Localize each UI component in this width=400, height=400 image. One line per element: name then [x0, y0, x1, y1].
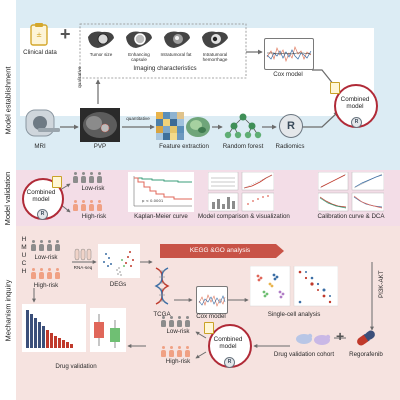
- label-validation-wrap: Model validation: [0, 170, 16, 226]
- feature-label-intratumoral-hemorrhage: Intratumoral hemorrhage: [202, 52, 228, 62]
- radiomics-badge-validation: R: [37, 209, 48, 220]
- radiomics-label: Radiomics: [275, 143, 305, 150]
- mech2-low-risk-label: Low-risk: [166, 328, 190, 335]
- plus-icon: +: [60, 24, 71, 44]
- feature-label-intratumoral-fat: Intratumoral fat: [160, 52, 192, 57]
- validation-high-risk-label: High-risk: [81, 213, 107, 220]
- section-label-establishment: Model establishment: [3, 66, 13, 134]
- pill-icon: [354, 328, 378, 353]
- tcga-graphic: [150, 266, 174, 310]
- mri-label: MRI: [34, 143, 46, 150]
- imaging-characteristics-label: Imaging characteristics: [133, 65, 197, 72]
- clinical-doc-badge-mechanism: [204, 322, 214, 334]
- model-comparison-label: Model comparison & visualization: [198, 213, 290, 220]
- degs-label: DEGs: [109, 281, 127, 288]
- model-comparison-plots: [207, 171, 275, 212]
- tcga-label: TCGA: [153, 311, 171, 318]
- liver-icon-intratumoral-hemorrhage: [200, 29, 230, 56]
- single-cell-graphic: [249, 265, 339, 310]
- qualitative-label: qualitative: [78, 66, 83, 88]
- pvp-label: PVP: [93, 143, 107, 150]
- high-risk-people: [72, 200, 106, 212]
- regorafenib-label: Regorafenib: [349, 351, 383, 358]
- drug-validation-cohort-label: Drug validation cohort: [273, 351, 335, 358]
- cohort-letter: U: [21, 252, 27, 259]
- drug-validation-label: Drug validation: [55, 363, 97, 370]
- random-forest-label: Random forest: [222, 143, 264, 150]
- calibration-label: Calibration curve & DCA: [317, 213, 385, 220]
- combined-model-label-validation: Combined model: [26, 189, 56, 203]
- rna-seq-label: RNA-seq: [73, 265, 93, 270]
- quantitative-label: quantitative: [126, 116, 150, 121]
- km-curve-label: Kaplan-Meier curve: [134, 213, 188, 220]
- mech-high-risk-people: [30, 268, 66, 280]
- mice-cohort-icon: [294, 330, 334, 351]
- pvp-image: [80, 108, 120, 142]
- cohort-letter: H: [21, 268, 27, 275]
- drug-validation-box-plot: [90, 308, 126, 352]
- mech2-high-risk-people: [160, 346, 194, 358]
- feature-extraction-graphic: [156, 110, 212, 147]
- validation-low-risk-label: Low-risk: [81, 185, 105, 192]
- clinical-doc-badge-top: [330, 82, 340, 94]
- clipboard-icon: ±: [30, 22, 48, 46]
- liver-icon-intratumoral-fat: [162, 29, 192, 56]
- cohort-letter: M: [21, 244, 27, 251]
- mech2-low-risk-people: [160, 316, 194, 328]
- mech-low-risk-label: Low-risk: [34, 254, 58, 261]
- mech-cox-model-plot: [196, 286, 228, 314]
- liver-icon-tumor-size: [86, 29, 116, 56]
- km-pvalue-text: p < 0.0001: [142, 198, 164, 203]
- feature-extraction-label: Feature extraction: [159, 143, 209, 150]
- clinical-data-label: Clinical data: [23, 49, 57, 56]
- calibration-plots: [317, 171, 385, 212]
- cox-model-plot: [264, 38, 314, 70]
- plus-icon-mechanism: +: [336, 328, 345, 344]
- mech-cox-model-label: Cox model: [196, 313, 226, 320]
- cohort-letter: H: [21, 236, 27, 243]
- mech-low-risk-people: [30, 240, 66, 252]
- label-mechanism-wrap: Mechanism inquiry: [0, 240, 16, 380]
- radiomics-badge: R: [279, 114, 303, 138]
- degs-volcano-plot: [98, 244, 140, 278]
- drug-validation-bar-chart: [22, 304, 86, 352]
- svg-text:±: ±: [36, 31, 42, 39]
- kegg-go-label: KEGG &GO analysis: [189, 247, 251, 254]
- combined-model-label-top: Combined model: [340, 96, 370, 110]
- section-label-validation: Model validation: [3, 171, 13, 225]
- clinical-doc-badge-validation: [52, 176, 62, 188]
- low-risk-people: [72, 172, 106, 184]
- radiomics-badge-mechanism: R: [224, 357, 235, 368]
- random-forest-graphic: [224, 112, 262, 145]
- label-establishment-wrap: Model establishment: [0, 40, 16, 160]
- mech2-high-risk-label: High-risk: [165, 358, 191, 365]
- feature-label-tumor-size: Tumor size: [89, 52, 113, 57]
- cox-model-label-top: Cox model: [273, 71, 303, 78]
- mri-scanner-icon: [24, 108, 62, 143]
- combined-model-label-mechanism: Combined model: [213, 336, 243, 350]
- pi3k-akt-label: PI3K-AKT: [378, 270, 385, 298]
- section-label-mechanism: Mechanism inquiry: [3, 279, 13, 341]
- single-cell-label: Single-cell analysis: [267, 311, 321, 318]
- feature-label-enhancing-capsule: Enhancing capsule: [128, 52, 150, 62]
- cohort-letter: C: [21, 260, 27, 267]
- radiomics-badge-top-combined: R: [351, 117, 362, 128]
- rna-seq-tubes-icon: [74, 248, 94, 267]
- liver-icon-enhancing-capsule: [124, 29, 154, 56]
- cohort-letters: H M U C H: [20, 236, 28, 276]
- mech-high-risk-label: High-risk: [33, 282, 59, 289]
- km-curve-plot: p < 0.0001: [128, 172, 194, 212]
